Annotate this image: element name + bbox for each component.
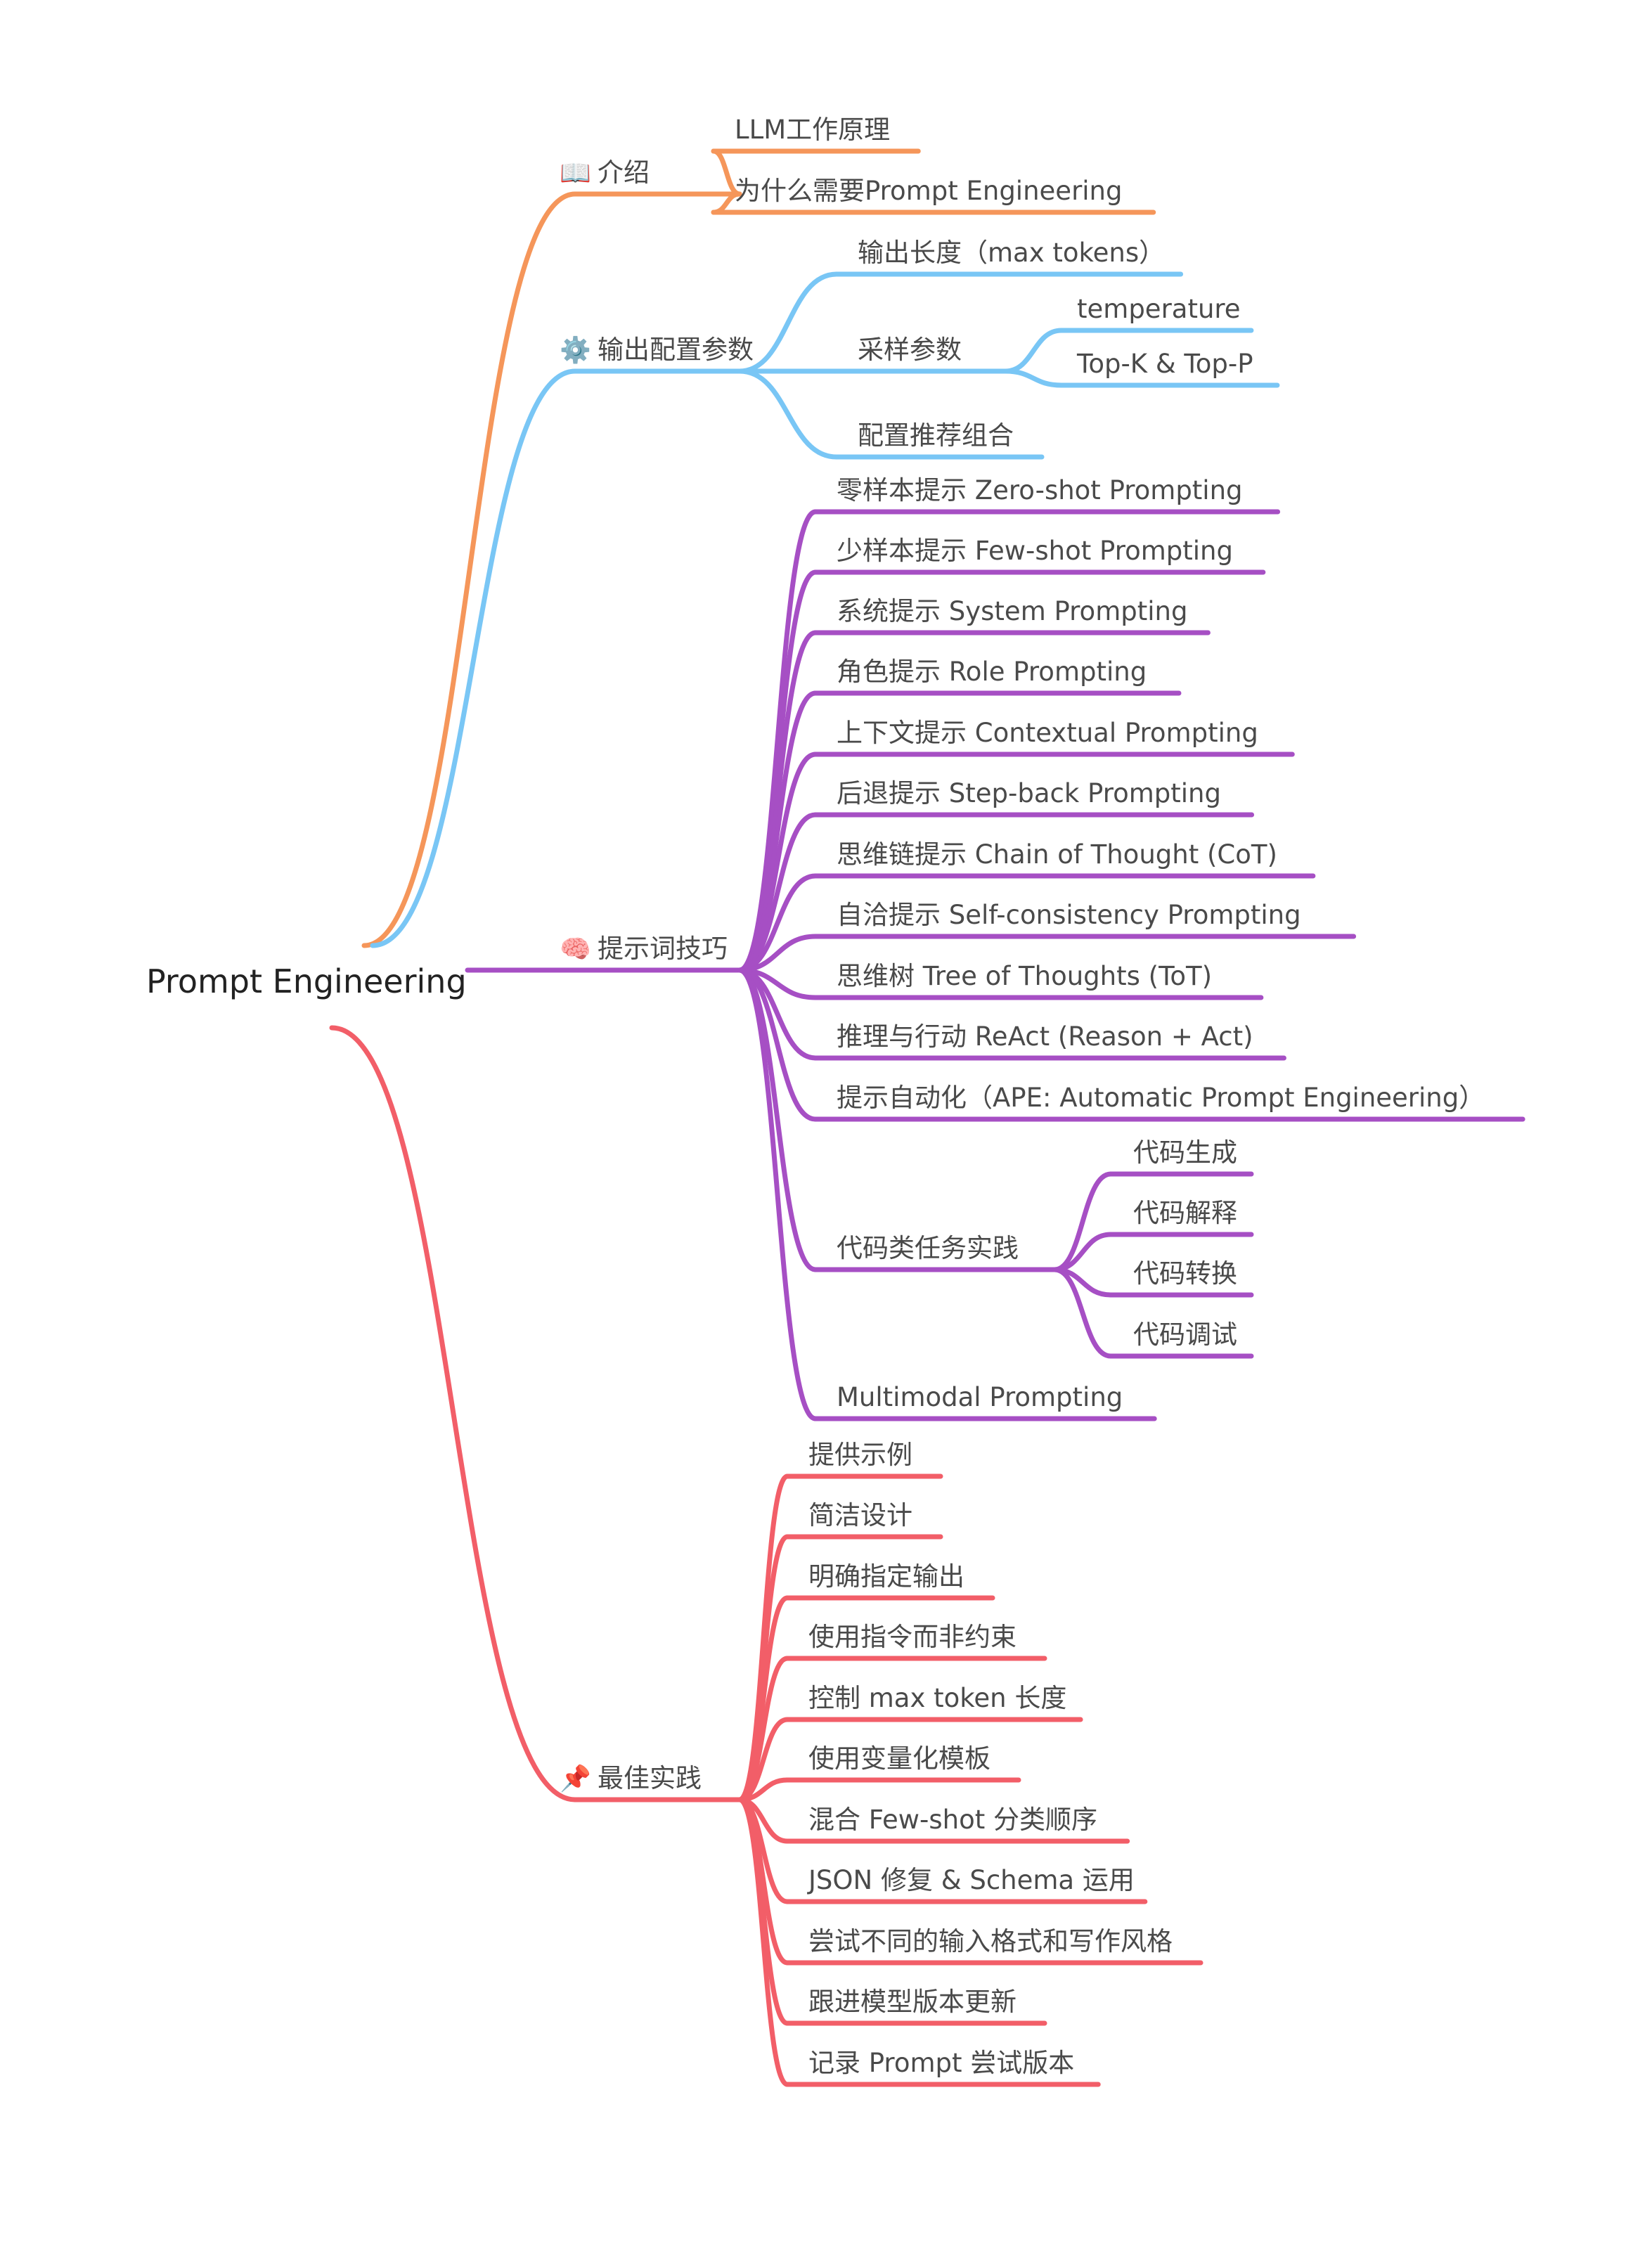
branch-output[interactable]: 输出配置参数	[598, 335, 754, 365]
node-best-6[interactable]: 混合 Few-shot 分类顺序	[808, 1805, 1097, 1835]
edge-output-2	[737, 368, 839, 460]
edge-root-best	[329, 1025, 578, 1802]
edge-techniques-11-3	[1052, 1267, 1114, 1359]
edge-output-0	[737, 271, 839, 374]
node-techniques-4[interactable]: 上下文提示 Contextual Prompting	[837, 718, 1258, 748]
node-techniques-9[interactable]: 推理与行动 ReAct (Reason + Act)	[837, 1021, 1253, 1052]
edge-root-output	[370, 368, 578, 948]
edge-output-1-1	[1002, 368, 1064, 388]
mind-map-edges	[329, 148, 1525, 2087]
mind-map-labels: Prompt Engineering 📖介绍 LLM工作原理为什么需要Prompt …	[146, 115, 1485, 2078]
edge-techniques-12	[737, 967, 818, 1421]
node-best-5[interactable]: 使用变量化模板	[808, 1743, 990, 1774]
node-techniques-11-0[interactable]: 代码生成	[1133, 1137, 1237, 1168]
node-intro-0[interactable]: LLM工作原理	[735, 115, 890, 145]
node-techniques-3[interactable]: 角色提示 Role Prompting	[837, 657, 1147, 687]
edge-techniques-6	[737, 873, 818, 973]
node-best-10[interactable]: 记录 Prompt 尝试版本	[808, 2048, 1074, 2078]
edge-best-4	[737, 1717, 790, 1802]
node-techniques-8[interactable]: 思维树 Tree of Thoughts (ToT)	[837, 961, 1212, 991]
node-best-2[interactable]: 明确指定输出	[808, 1561, 964, 1592]
node-techniques-0[interactable]: 零样本提示 Zero-shot Prompting	[837, 475, 1243, 505]
node-output-0[interactable]: 输出长度（max tokens）	[858, 238, 1165, 268]
node-intro-1[interactable]: 为什么需要Prompt Engineering	[735, 176, 1123, 206]
branch-intro[interactable]: 介绍	[598, 157, 650, 188]
node-output-1-1[interactable]: Top-K & Top-P	[1076, 349, 1253, 379]
brain-icon: 🧠	[560, 935, 591, 964]
edge-techniques-1	[737, 569, 818, 973]
node-techniques-11-1[interactable]: 代码解释	[1133, 1198, 1237, 1228]
edge-output-1-0	[1002, 328, 1064, 374]
edge-techniques-10	[737, 967, 818, 1122]
edge-best-0	[737, 1473, 790, 1802]
node-output-1-0[interactable]: temperature	[1077, 294, 1241, 324]
edge-best-10	[737, 1797, 790, 2087]
node-techniques-2[interactable]: 系统提示 System Prompting	[837, 596, 1187, 626]
node-techniques-12[interactable]: Multimodal Prompting	[837, 1382, 1123, 1412]
node-best-8[interactable]: 尝试不同的输入格式和写作风格	[808, 1926, 1173, 1956]
pushpin-icon: 📌	[560, 1763, 591, 1793]
book-icon: 📖	[560, 159, 591, 188]
gear-icon: ⚙️	[560, 335, 591, 365]
node-techniques-11-3[interactable]: 代码调试	[1133, 1320, 1237, 1350]
node-techniques-11-2[interactable]: 代码转换	[1133, 1258, 1237, 1289]
node-techniques-5[interactable]: 后退提示 Step-back Prompting	[837, 778, 1221, 808]
node-best-0[interactable]: 提供示例	[808, 1440, 912, 1470]
node-techniques-1[interactable]: 少样本提示 Few-shot Prompting	[837, 536, 1233, 566]
node-best-3[interactable]: 使用指令而非约束	[808, 1622, 1017, 1652]
node-best-4[interactable]: 控制 max token 长度	[808, 1683, 1066, 1713]
node-best-9[interactable]: 跟进模型版本更新	[808, 1987, 1017, 2017]
edge-root-intro	[361, 191, 578, 948]
node-techniques-10[interactable]: 提示自动化（APE: Automatic Prompt Engineering）	[837, 1083, 1485, 1113]
node-best-7[interactable]: JSON 修复 & Schema 运用	[807, 1865, 1135, 1895]
node-best-1[interactable]: 简洁设计	[808, 1500, 912, 1530]
branch-best[interactable]: 最佳实践	[598, 1763, 702, 1793]
node-techniques-7[interactable]: 自洽提示 Self-consistency Prompting	[837, 900, 1301, 930]
node-output-1[interactable]: 采样参数	[858, 335, 962, 365]
edge-best-9	[737, 1797, 790, 2026]
node-techniques-11[interactable]: 代码类任务实践	[837, 1233, 1019, 1263]
node-techniques-6[interactable]: 思维链提示 Chain of Thought (CoT)	[837, 839, 1277, 870]
node-output-2[interactable]: 配置推荐组合	[858, 420, 1014, 451]
root-node[interactable]: Prompt Engineering	[146, 962, 467, 1000]
branch-techniques[interactable]: 提示词技巧	[598, 934, 728, 964]
